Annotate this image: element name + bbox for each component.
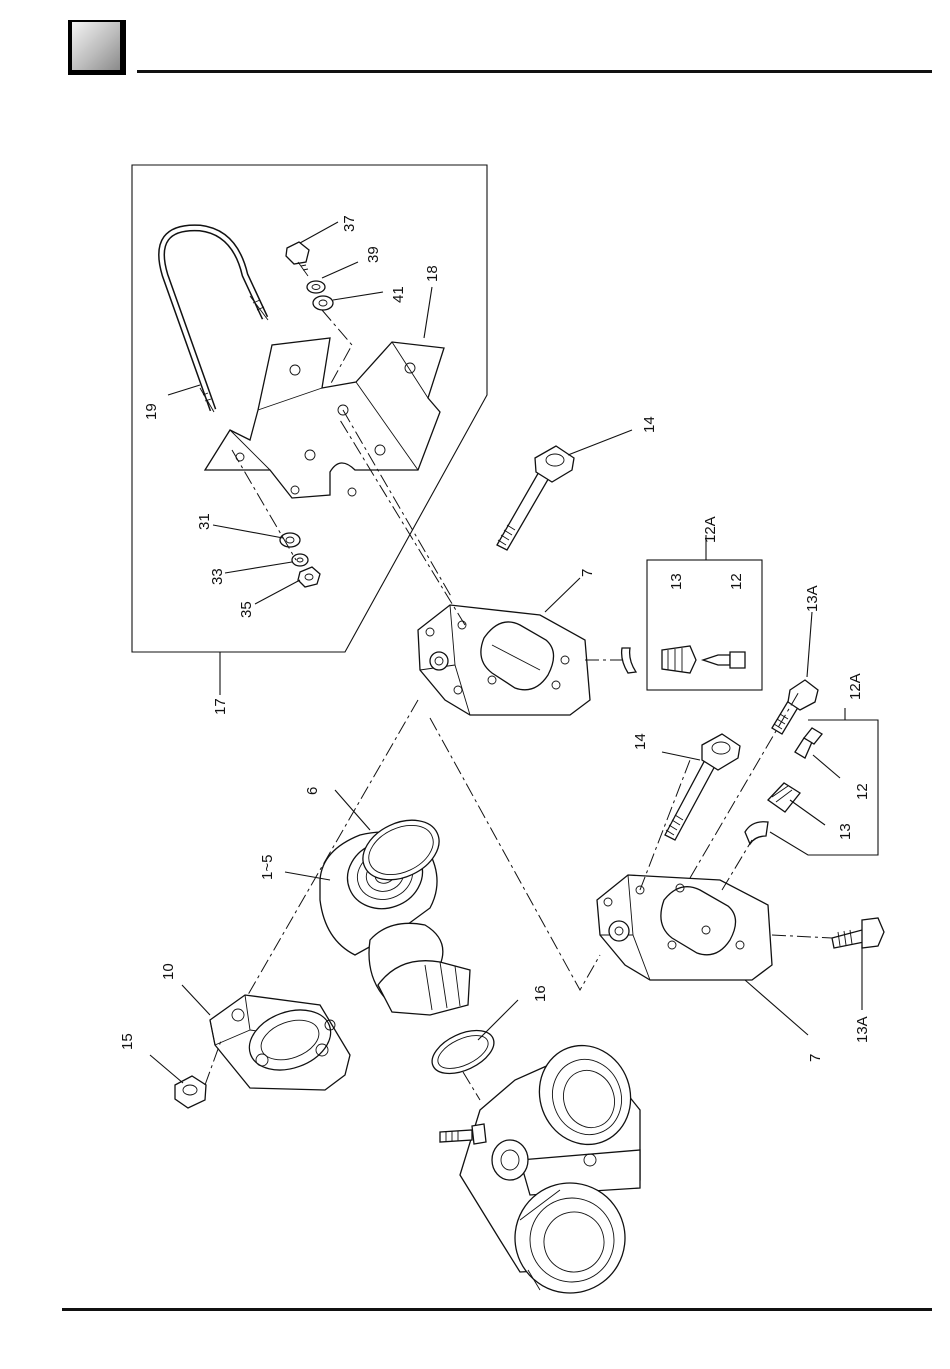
transmitter-housing <box>460 1033 644 1306</box>
vent-plug-upper <box>622 648 636 673</box>
flange-adapter <box>210 995 350 1090</box>
label-12-upper: 12 <box>728 573 745 590</box>
flange-bolt-lower <box>665 734 740 840</box>
label-17: 17 <box>212 698 229 715</box>
process-flange-lower <box>597 875 772 980</box>
label-6: 6 <box>304 787 321 795</box>
label-15: 15 <box>119 1033 136 1050</box>
washer-41 <box>313 296 333 310</box>
vent-screw-12-lower <box>795 728 822 758</box>
washer-33 <box>292 554 308 566</box>
label-14-upper: 14 <box>641 416 658 433</box>
label-14-lower: 14 <box>632 733 649 750</box>
u-bolt <box>162 228 268 412</box>
mounting-bracket <box>205 338 444 498</box>
label-1-5: 1~5 <box>259 855 276 880</box>
bolt-37 <box>286 242 309 276</box>
label-10: 10 <box>160 963 177 980</box>
washer-39 <box>307 281 325 293</box>
nut-35 <box>298 567 320 587</box>
label-41: 41 <box>390 286 407 303</box>
label-18: 18 <box>424 265 441 282</box>
label-13a-upper: 13A <box>804 585 821 612</box>
label-35: 35 <box>238 601 255 618</box>
label-31: 31 <box>196 513 213 530</box>
process-flange-upper <box>418 605 590 715</box>
vent-plug-lower <box>745 822 768 844</box>
label-37: 37 <box>341 215 358 232</box>
label-19: 19 <box>143 403 160 420</box>
drain-plug-13-upper <box>662 646 696 673</box>
label-12a-lower: 12A <box>847 673 864 700</box>
label-13a-lower: 13A <box>854 1016 871 1043</box>
label-13-lower: 13 <box>837 823 854 840</box>
label-16: 16 <box>532 985 549 1002</box>
label-7-lower: 7 <box>807 1054 824 1062</box>
label-39: 39 <box>365 246 382 263</box>
housing-screw <box>440 1124 486 1144</box>
label-7-upper: 7 <box>579 569 596 577</box>
label-12-lower: 12 <box>854 783 871 800</box>
label-33: 33 <box>209 568 226 585</box>
washer-31 <box>280 533 300 547</box>
o-ring-16 <box>425 1022 500 1083</box>
vent-screw-12-upper <box>703 652 745 668</box>
label-13-upper: 13 <box>668 573 685 590</box>
hex-bolt-13a-lower <box>832 918 884 948</box>
drain-plug-13-lower <box>768 783 800 812</box>
flange-bolt-upper <box>497 446 574 550</box>
label-12a-upper: 12A <box>702 516 719 543</box>
